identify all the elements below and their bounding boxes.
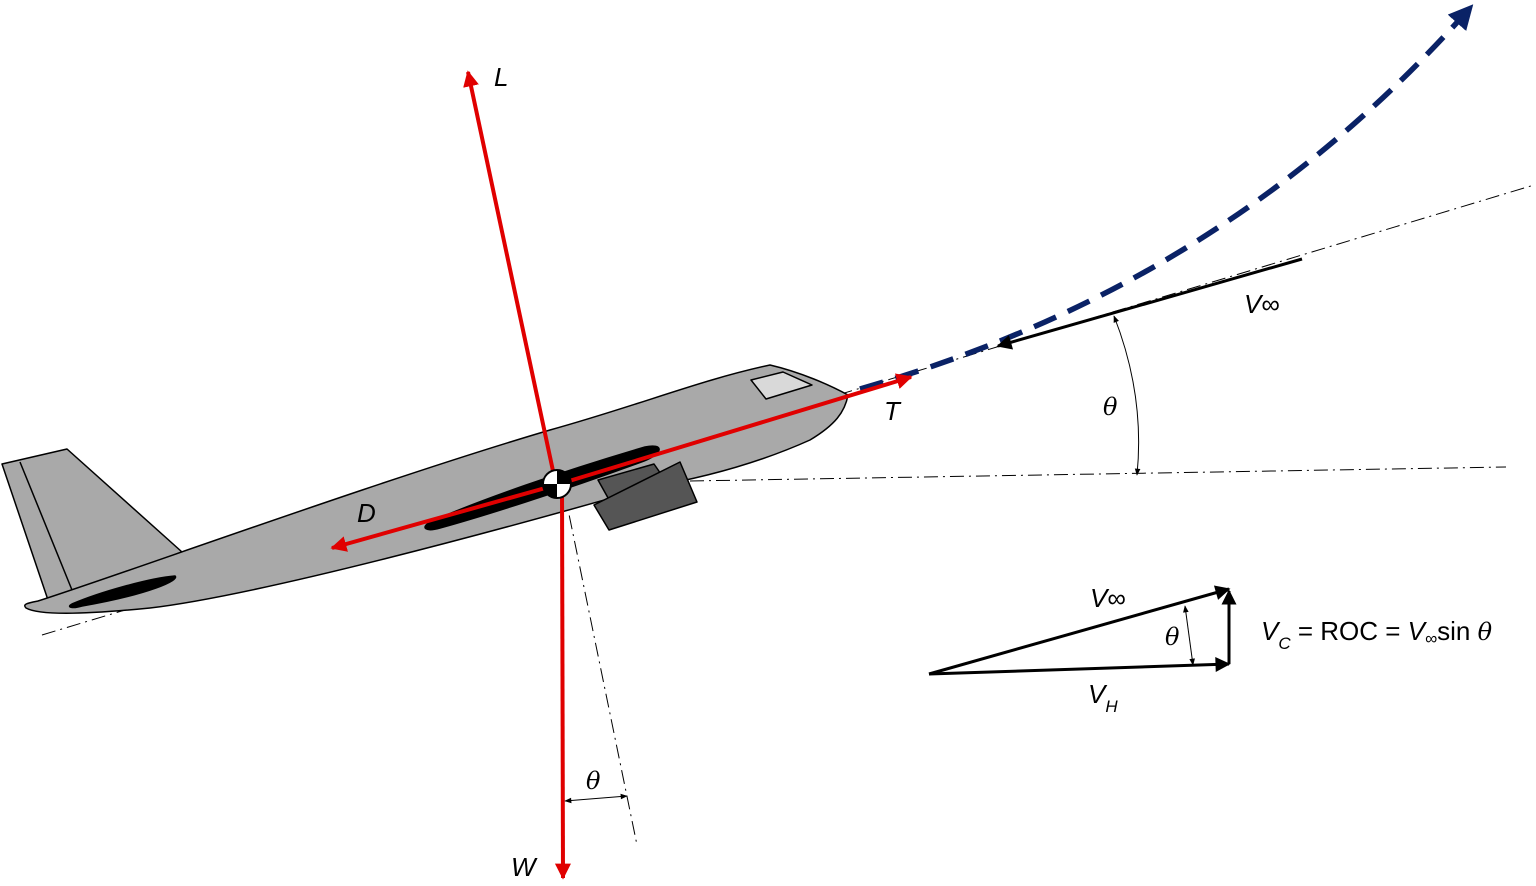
triangle-v-horizontal-label: VH <box>1088 679 1118 716</box>
climb-angle-arc <box>1113 315 1141 476</box>
lift-arrow <box>463 70 558 486</box>
fuselage <box>24 364 849 614</box>
horizontal-reference <box>689 466 1507 482</box>
normal-reference <box>563 489 638 846</box>
triangle-v-horizontal <box>928 656 1231 676</box>
velocity-triangle <box>928 585 1237 676</box>
v-infinity-vector <box>996 257 1303 350</box>
climb-angle-label: θ <box>1103 393 1118 421</box>
v-infinity-label: V∞ <box>1244 289 1280 319</box>
lift-label: L <box>494 62 508 92</box>
thrust-arrow <box>555 373 913 487</box>
engine-nacelle <box>593 461 698 531</box>
reference-lines <box>41 184 1535 846</box>
airplane <box>1 364 849 614</box>
weight-label: W <box>511 852 538 882</box>
cockpit-window <box>750 371 813 400</box>
drag-arrow <box>330 483 557 552</box>
drag-label: D <box>357 498 376 528</box>
triangle-angle-arc <box>1183 605 1195 666</box>
climb-rate-equation: VC = ROC = V∞sin θ <box>1261 616 1493 653</box>
flight-path-trajectory <box>859 4 1474 392</box>
triangle-angle-label: θ <box>1165 623 1180 651</box>
thrust-label: T <box>884 396 902 426</box>
horizontal-stabilizer <box>68 575 177 609</box>
weight-angle-label: θ <box>586 767 601 795</box>
triangle-v-infinity-label: V∞ <box>1090 583 1126 613</box>
rudder-line <box>19 461 73 591</box>
center-of-gravity-icon <box>542 469 572 499</box>
weight-angle-arc <box>564 793 628 804</box>
triangle-v-infinity <box>928 585 1231 676</box>
weight-arrow <box>554 484 571 880</box>
force-arrows <box>330 70 913 880</box>
